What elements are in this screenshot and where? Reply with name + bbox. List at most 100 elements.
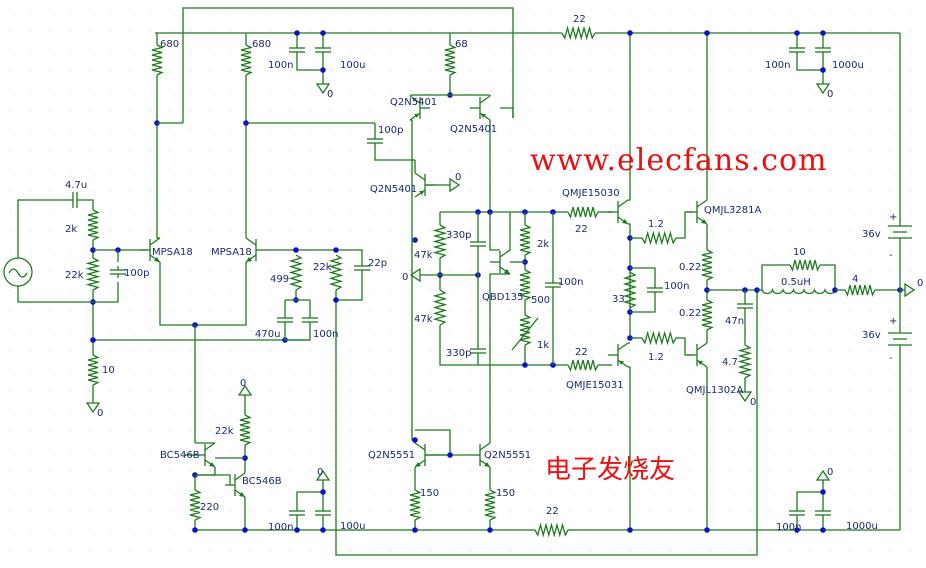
junction-node — [627, 30, 633, 36]
wire — [17, 282, 119, 303]
label-q-3281: QMJL3281A — [704, 205, 761, 216]
wire — [617, 199, 629, 208]
wire — [676, 211, 692, 239]
wire — [195, 467, 216, 476]
label-q-5401-r: Q2N5401 — [450, 124, 497, 135]
label-c-100n-fb: 100n — [313, 329, 338, 340]
wire — [149, 237, 161, 246]
pot-wiper-arrow — [511, 317, 539, 351]
emitter-arrow-icon — [698, 361, 703, 365]
emitter-arrow-icon — [481, 114, 486, 118]
label-c-22p: 22p — [368, 258, 387, 269]
junction-node — [412, 437, 418, 443]
junction-node — [293, 247, 299, 253]
label-c-100n-top: 100n — [268, 60, 293, 71]
inductor-0-5uh — [761, 288, 837, 295]
label-gnd-tr: 0 — [827, 89, 833, 100]
wire — [630, 296, 656, 313]
resistor-4-load — [844, 284, 876, 297]
emitter-arrow-icon — [484, 462, 490, 467]
wire — [415, 429, 451, 456]
wire — [409, 94, 413, 97]
label-q-5401-l: Q2N5401 — [390, 97, 437, 108]
label-gnd-out: 0 — [917, 278, 923, 289]
label-r-500: 500 — [531, 295, 550, 306]
junction-node — [333, 247, 339, 253]
ground-icon — [237, 384, 253, 396]
ground-icon — [815, 83, 831, 95]
junction-node — [320, 67, 326, 73]
resistor-680-right — [240, 44, 253, 76]
wire — [81, 199, 94, 210]
junction-node — [243, 120, 249, 126]
label-r-2k-in: 2k — [65, 224, 77, 235]
label-l-out: 0.5uH — [781, 277, 811, 288]
label-r-022-a: 0.22 — [679, 262, 701, 273]
wire — [335, 290, 758, 556]
label-c-100p-in: 100p — [124, 268, 149, 279]
resistor-150-right — [484, 489, 497, 521]
wire — [628, 223, 631, 338]
ground-icon — [315, 83, 331, 95]
emitter-arrow-icon — [209, 462, 215, 467]
label-gnd-cs: 0 — [240, 378, 246, 389]
label-q-mpsa-r: MPSA18 — [211, 247, 252, 258]
junction-node — [90, 337, 96, 343]
label-bat-top: 36v — [862, 229, 881, 240]
junction-node — [522, 362, 528, 368]
wire — [296, 56, 323, 71]
label-c-330p-1: 330p — [446, 230, 471, 241]
resistor-22-supply-bottom — [534, 522, 569, 538]
label-bat-bot-minus: - — [889, 353, 893, 364]
label-q-15030: QMJE15030 — [562, 188, 620, 199]
label-q-5551-l: Q2N5551 — [368, 450, 415, 461]
label-q-bd135: QBD135 — [482, 292, 524, 303]
wire — [414, 442, 426, 451]
label-c-330p-2: 330p — [446, 348, 471, 359]
wire — [617, 342, 629, 351]
label-r-22-bot: 22 — [546, 506, 559, 517]
wire — [156, 75, 160, 239]
emitter-arrow-icon — [154, 257, 160, 262]
wire — [479, 95, 491, 104]
label-gnd-zobel: 0 — [750, 397, 756, 408]
resistor-33 — [622, 271, 638, 309]
wire — [479, 442, 491, 451]
label-c-1000u-br: 1000u — [846, 521, 878, 532]
wire — [409, 95, 421, 104]
junction-node — [487, 527, 493, 533]
resistor-22k-input — [85, 257, 101, 291]
junction-node — [320, 30, 326, 36]
label-q-bc-2: BC546B — [242, 476, 282, 487]
wire — [182, 7, 514, 123]
emitter-arrow-icon — [504, 269, 510, 274]
label-r-1-2-b: 1.2 — [648, 352, 664, 363]
wire — [489, 212, 500, 251]
resistor-47k-bottom — [432, 289, 448, 326]
resistor-1-2-top — [641, 230, 677, 246]
resistor-680-left — [151, 44, 164, 76]
label-r-680-r: 680 — [252, 39, 271, 50]
emitter-arrow-icon — [619, 361, 624, 365]
label-r-150-l: 150 — [420, 488, 439, 499]
wire — [414, 172, 426, 181]
wire — [500, 107, 514, 118]
label-r-022-b: 0.22 — [679, 308, 701, 319]
wire — [374, 147, 415, 161]
resistor-10-feedback — [87, 354, 100, 386]
junction-node — [242, 527, 248, 533]
label-bat-bot-plus: + — [889, 316, 897, 327]
wire — [796, 56, 823, 71]
resistor-68 — [444, 44, 457, 76]
junction-node — [333, 297, 339, 303]
label-c-100n-drv: 100n — [664, 281, 689, 292]
resistor-22-supply-top — [561, 25, 596, 41]
ground-icon — [815, 469, 831, 481]
junction-node — [412, 527, 418, 533]
label-q-5551-r: Q2N5551 — [484, 450, 531, 461]
grid-dots — [10, 10, 911, 551]
label-c-100p-miller: 100p — [378, 125, 403, 136]
wire — [676, 337, 692, 356]
junction-node — [820, 30, 826, 36]
junction-node — [627, 527, 633, 533]
